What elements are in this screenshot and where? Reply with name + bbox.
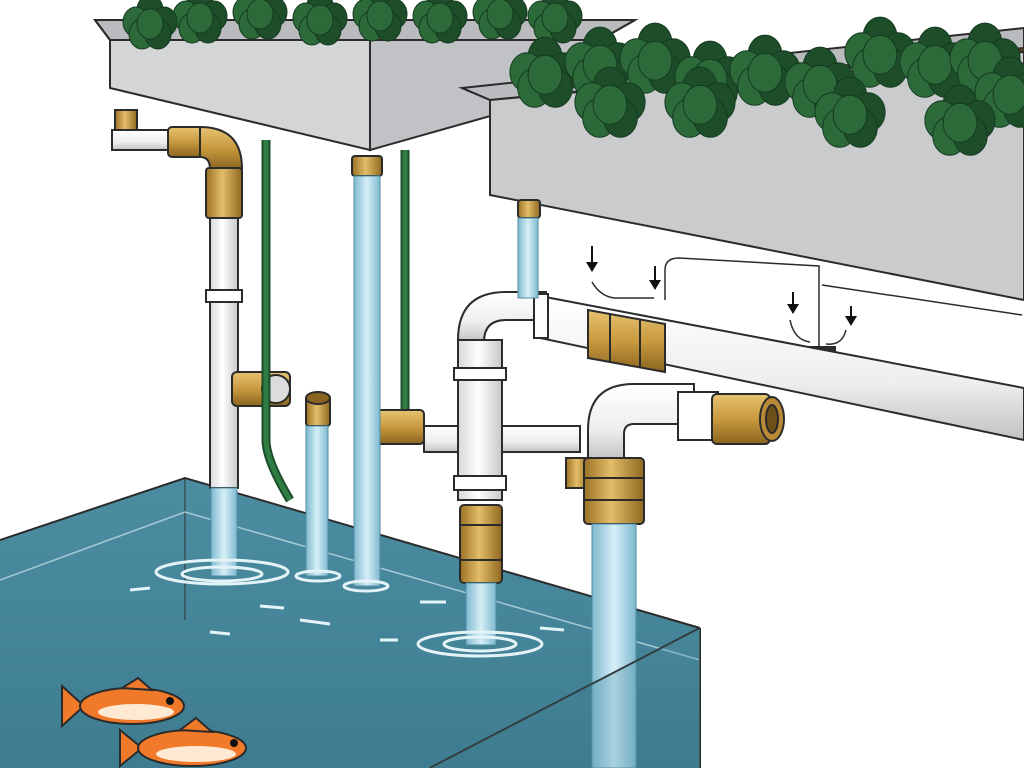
fish-icon [61, 676, 185, 729]
flow-arrow-icon [586, 246, 598, 272]
flow-arrow-icon [845, 306, 857, 326]
plant-icon [472, 0, 528, 40]
fish-group [61, 676, 247, 768]
fish-icon [119, 716, 247, 768]
upper-bed-plants [122, 0, 583, 50]
plant-icon [974, 56, 1024, 128]
water-streams [210, 175, 637, 768]
plant-icon [292, 0, 348, 46]
fish-tank-front-glass [429, 627, 701, 768]
plant-icon [814, 76, 886, 148]
ripples [129, 558, 565, 658]
lower-bed-plants [509, 16, 1024, 156]
plant-icon [352, 0, 408, 42]
flow-arrow-icon [787, 292, 799, 314]
plant-icon [232, 0, 288, 40]
plant-icon [412, 0, 468, 44]
plant-icon [527, 0, 583, 44]
flow-arrows [586, 246, 857, 326]
plant-icon [619, 22, 691, 94]
flow-arrow-icon [649, 266, 661, 290]
plant-icon [509, 36, 581, 108]
plant-icon [924, 84, 996, 156]
plant-icon [664, 66, 736, 138]
plant-icon [729, 34, 801, 106]
plumbing [111, 109, 1024, 584]
plant-icon [122, 0, 178, 50]
plant-icon [172, 0, 228, 44]
plant-icon [574, 66, 646, 138]
